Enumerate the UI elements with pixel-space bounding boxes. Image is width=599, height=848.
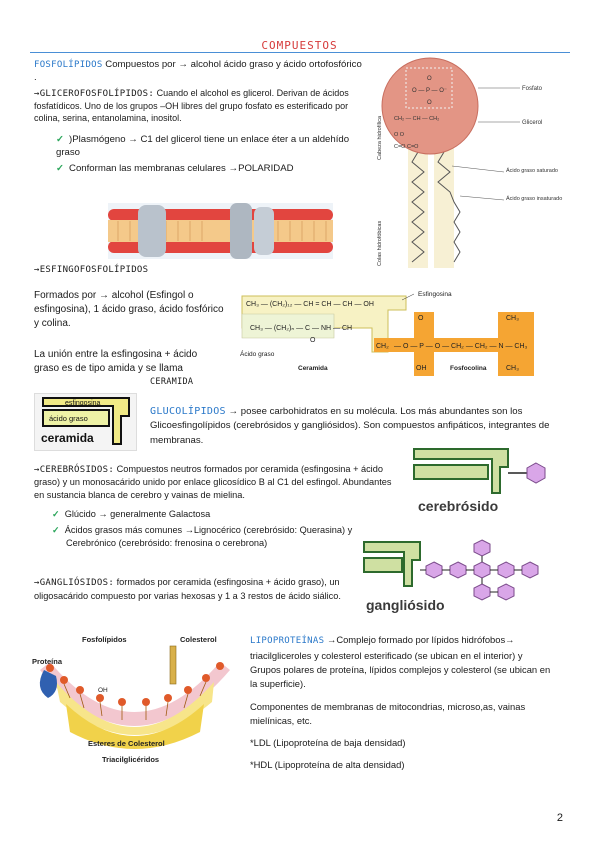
esfingo-union: La unión entre la esfingosina + ácido gr… xyxy=(34,348,224,388)
lipoproteinas-section: LIPOPROTEÍNAS →Complejo formado por lípi… xyxy=(250,633,555,773)
glucolipidos-section: GLUCOLÍPIDOS → posee carbohidratos en su… xyxy=(150,404,565,448)
fosfolipidos-text: Compuestos por → alcohol ácido graso y á… xyxy=(34,59,362,84)
list-item: ✓Glúcido → generalmente Galactosa xyxy=(52,508,211,519)
svg-text:ceramida: ceramida xyxy=(41,431,94,445)
svg-text:CH₃: CH₃ xyxy=(506,315,519,322)
saturated-label: Ácido graso saturado xyxy=(506,167,558,174)
gangliosidos-keyword: →GANGLIÓSIDOS: xyxy=(34,578,115,588)
oh-label: OH xyxy=(98,687,108,694)
cerebrosidos-text: Compuestos neutros formados por ceramida… xyxy=(34,464,392,501)
hdl-text: *HDL (Lipoproteína de alta densidad) xyxy=(250,759,405,771)
ceramida-keyword: CERAMIDA xyxy=(150,377,194,388)
glicerol-label: Glicerol xyxy=(522,120,542,126)
title-underline xyxy=(30,52,570,53)
checkmark-icon: ✓ xyxy=(56,163,65,175)
cerebrosido-figure: cerebrósido xyxy=(413,448,546,514)
ldl-text: *LDL (Lipoproteína de baja densidad) xyxy=(250,737,406,749)
sphingo-line1: CH₃ — (CH₂)₁₂ — CH = CH — CH — OH xyxy=(246,301,374,308)
glicerofosfolipidos-keyword: →GLICEROFOSFOLÍPIDOS: xyxy=(34,88,155,99)
sphingo-oxygen: O xyxy=(310,337,316,344)
page-title: COMPUESTOS xyxy=(261,39,338,52)
fosfolipidos-section: FOSFOLÍPIDOS Compuestos por → alcohol ác… xyxy=(34,58,364,176)
gangliosidos-section: →GANGLIÓSIDOS: formados por ceramida (es… xyxy=(34,576,354,603)
fosfolipidos-keyword: FOSFOLÍPIDOS xyxy=(34,60,103,70)
glicerofosfolipidos-text: Cuando el alcohol es glicerol. Derivan d… xyxy=(34,87,349,124)
sphingo-line2: CH₃ — (CH₂)ₙ — C — NH — CH xyxy=(250,325,352,332)
svg-text:O: O xyxy=(427,76,432,82)
svg-text:OH: OH xyxy=(416,365,427,372)
cerebrosido-label: cerebrósido xyxy=(418,498,498,514)
lipoproteinas-p2: Componentes de membranas de mitocondrias… xyxy=(250,700,526,726)
proteina-label: Proteína xyxy=(32,657,63,666)
svg-text:O: O xyxy=(418,315,424,322)
membrane-bilayer-image xyxy=(108,203,333,259)
esfingofosfolipidos-keyword: →ESFINGOFOSFOLÍPIDOS xyxy=(34,265,149,275)
gangliosido-figure: gangliósido xyxy=(363,539,539,613)
sphingomyelin-structure-figure: CH₃ — (CH₂)₁₂ — CH = CH — CH — OH CH₃ — … xyxy=(240,291,534,376)
gangliosido-label: gangliósido xyxy=(366,597,445,613)
fosfato-label: Fosfato xyxy=(522,86,543,92)
lipoproteinas-text: →Complejo formado por lípidos hidrófobos… xyxy=(250,634,551,690)
unsaturated-label: Ácido graso insaturado xyxy=(506,195,562,202)
fosfolipidos-label: Fosfolípidos xyxy=(82,635,127,644)
svg-text:CH₃: CH₃ xyxy=(506,365,519,372)
tail-label: Colas hidrofóbicas xyxy=(377,221,383,266)
ceramida-schematic: esfingosina ácido graso ceramida xyxy=(34,393,137,451)
esteres-label: Esteres de Colesterol xyxy=(88,739,165,748)
ceramida-shape: esfingosina ácido graso ceramida xyxy=(41,397,130,445)
svg-text:O O: O O xyxy=(394,132,405,138)
lipoproteinas-keyword: LIPOPROTEÍNAS xyxy=(250,636,325,646)
svg-text:O — P — O⁻: O — P — O⁻ xyxy=(412,88,447,94)
list-item: ✓Ácidos grasos más comunes →Lignocérico … xyxy=(52,525,353,549)
cerebrosidos-section: →CEREBRÓSIDOS: Compuestos neutros formad… xyxy=(34,463,404,550)
head-label: Cabeza hidrofílica xyxy=(377,115,383,160)
checkmark-icon: ✓ xyxy=(52,525,60,536)
svg-text:— O — P — O — CH₂ — CH₂ — N —: — O — P — O — CH₂ — CH₂ — N — CH₃ xyxy=(394,343,528,350)
svg-text:O: O xyxy=(427,100,432,106)
list-item: ✓Conforman las membranas celulares →POLA… xyxy=(56,163,294,175)
glucolipidos-text: → posee carbohidratos en su molécula. Lo… xyxy=(150,406,550,446)
acido-graso-label: Ácido graso xyxy=(240,349,275,358)
fosfolipidos-bullets: ✓)Plasmógeno → C1 del glicerol tiene un … xyxy=(56,133,364,176)
fosfocolina-label: Fosfocolina xyxy=(450,365,487,372)
gangliosidos-text: formados por ceramida (esfingosina + áci… xyxy=(34,577,341,602)
svg-text:ácido graso: ácido graso xyxy=(49,414,88,423)
page-number: 2 xyxy=(556,811,563,824)
cerebrosidos-bullets: ✓Glúcido → generalmente Galactosa ✓Ácido… xyxy=(52,508,372,550)
svg-text:C=O C=O: C=O C=O xyxy=(394,144,419,150)
list-item: ✓)Plasmógeno → C1 del glicerol tiene un … xyxy=(56,133,350,159)
checkmark-icon: ✓ xyxy=(52,508,60,519)
esfingosina-label: Esfingosina xyxy=(418,291,452,298)
svg-text:CH₂ — CH — CH₂: CH₂ — CH — CH₂ xyxy=(394,116,439,122)
glucolipidos-keyword: GLUCOLÍPIDOS xyxy=(150,406,226,417)
ceramida-label: Ceramida xyxy=(298,365,328,372)
triacil-label: Triacilglicéridos xyxy=(102,755,159,764)
sphingo-ch2: CH₂ xyxy=(376,343,389,350)
phospholipid-structure-figure: O O — P — O⁻ O CH₂ — CH — CH₂ O O C=O C=… xyxy=(377,57,562,268)
cerebrosidos-keyword: →CEREBRÓSIDOS: xyxy=(34,465,115,475)
colesterol-label: Colesterol xyxy=(180,635,217,644)
checkmark-icon: ✓ xyxy=(56,133,65,145)
lipoprotein-figure: Fosfolípidos Colesterol Proteína OH Este… xyxy=(30,632,238,768)
esfingofosfolipidos-text: Formados por → alcohol (Esfingol o esfin… xyxy=(34,290,224,330)
svg-text:esfingosina: esfingosina xyxy=(65,400,101,407)
